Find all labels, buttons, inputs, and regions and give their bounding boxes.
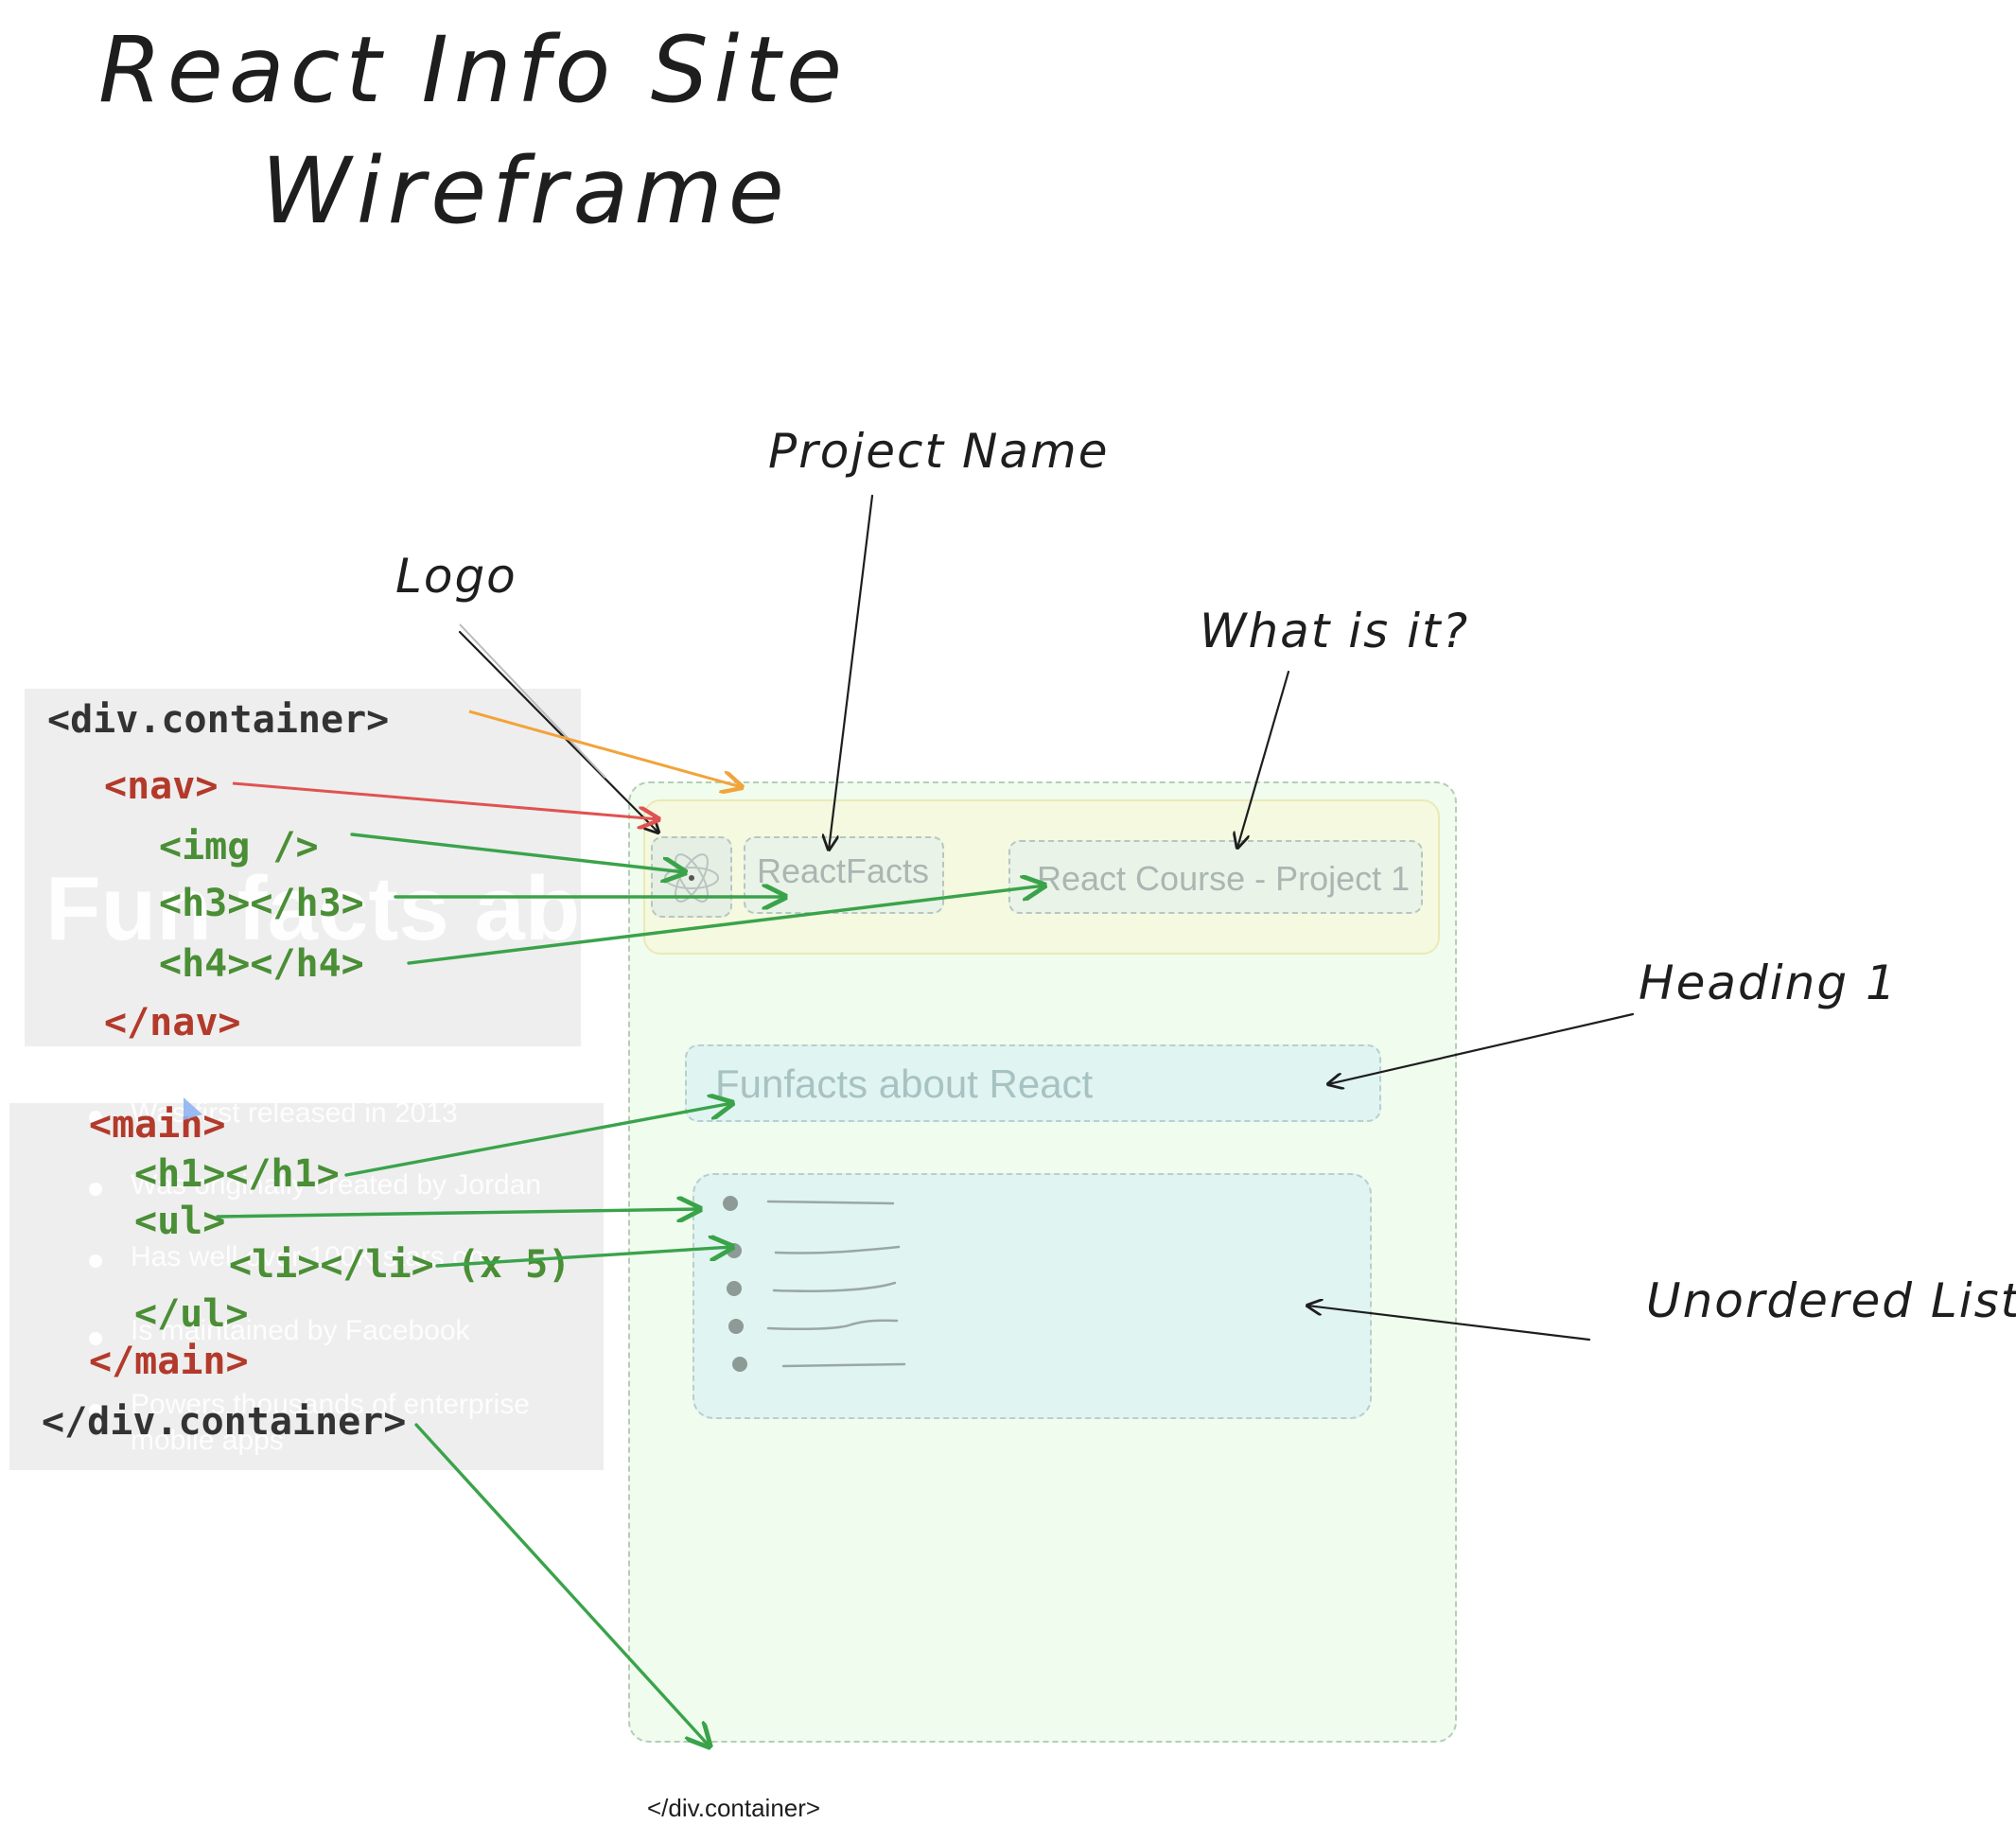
ghost-list-text: Is maintained by Facebook (131, 1315, 470, 1346)
arrow-img (350, 833, 685, 872)
ghost-heading-text: Fun facts abo (45, 858, 581, 959)
heading-1-label: Heading 1 (1639, 956, 1898, 1010)
list-bullet (732, 1357, 747, 1372)
code-line: <img /> (159, 825, 319, 868)
code-line: </nav> (104, 1001, 241, 1044)
wireframe-list-box (692, 1173, 1372, 1419)
ghost-list-text: Has well over 100K stars on (131, 1241, 484, 1272)
diagram-title-line-2: Wireframe (261, 138, 790, 244)
arrow-unordered-list (1307, 1306, 1591, 1342)
arrow-project-name (829, 494, 874, 850)
arrow-what-is-it (1237, 670, 1290, 848)
ghost-bullet (89, 1254, 102, 1268)
arrow-closing-div (414, 1423, 710, 1746)
what-is-it-label: What is it? (1200, 604, 1470, 658)
diagram-title-line-1: React Info Site (98, 17, 849, 123)
ghost-bullet (89, 1404, 102, 1417)
arrow-logo-shadow (459, 623, 606, 779)
code-line: <h4></h4> (159, 942, 364, 986)
code-snippet-nav: Fun facts abo <div.container> <nav> <img… (25, 689, 581, 1046)
ghost-bullet (89, 1332, 102, 1345)
wireframe-project-name: ReactFacts (757, 851, 930, 890)
list-item-line (772, 1281, 897, 1292)
wireframe-heading: Funfacts about React (715, 1061, 1094, 1106)
code-snippet-main: Was first released in 2013 Was originall… (9, 1103, 604, 1470)
arrow-nav (232, 781, 658, 819)
list-item-lines (766, 1200, 906, 1368)
code-line: <main> (89, 1103, 226, 1147)
closing-tag-label: </div.container> (647, 1794, 821, 1822)
list-item-line (781, 1362, 906, 1368)
code-line: <h3></h3> (159, 882, 364, 925)
list-bullet (723, 1196, 738, 1211)
code-line: <nav> (104, 764, 219, 808)
ghost-bullet (89, 1183, 102, 1196)
wireframe-heading-box: Funfacts about React (685, 1044, 1381, 1122)
code-line: </div.container> (42, 1400, 407, 1444)
arrow-ul (216, 1209, 700, 1217)
code-line: <li></li> (x 5) (229, 1243, 571, 1287)
code-line: <div.container> (47, 698, 390, 742)
wireframe-subtitle: React Course - Project 1 (1037, 859, 1411, 898)
ghost-bullet (89, 1111, 102, 1124)
list-item-line (766, 1319, 899, 1331)
project-name-label: Project Name (768, 424, 1110, 479)
arrow-heading-1 (1328, 1012, 1635, 1084)
list-bullet (728, 1319, 744, 1334)
code-line: </ul> (134, 1292, 249, 1336)
arrow-h4 (407, 886, 1044, 965)
code-line: </main> (89, 1340, 249, 1383)
arrow-div-container (468, 710, 742, 787)
list-item-line (766, 1200, 895, 1205)
unordered-list-label: Unordered List (1646, 1273, 2016, 1328)
wireframe-subtitle-box: React Course - Project 1 (1008, 840, 1423, 914)
list-item-line (774, 1245, 901, 1254)
arrow-li (435, 1247, 732, 1268)
ghost-list-text: mobile apps (131, 1425, 284, 1456)
cursor-icon (184, 1097, 202, 1120)
arrow-h1 (344, 1103, 732, 1177)
arrow-logo (458, 630, 658, 833)
list-bullet (727, 1281, 742, 1296)
ghost-list-text: Powers thousands of enterprise (131, 1389, 530, 1420)
code-line: <h1></h1> (134, 1152, 340, 1196)
logo-label: Logo (395, 549, 517, 604)
code-line: <ul> (134, 1200, 226, 1243)
ghost-list-text: Was originally created by Jordan (131, 1169, 542, 1201)
